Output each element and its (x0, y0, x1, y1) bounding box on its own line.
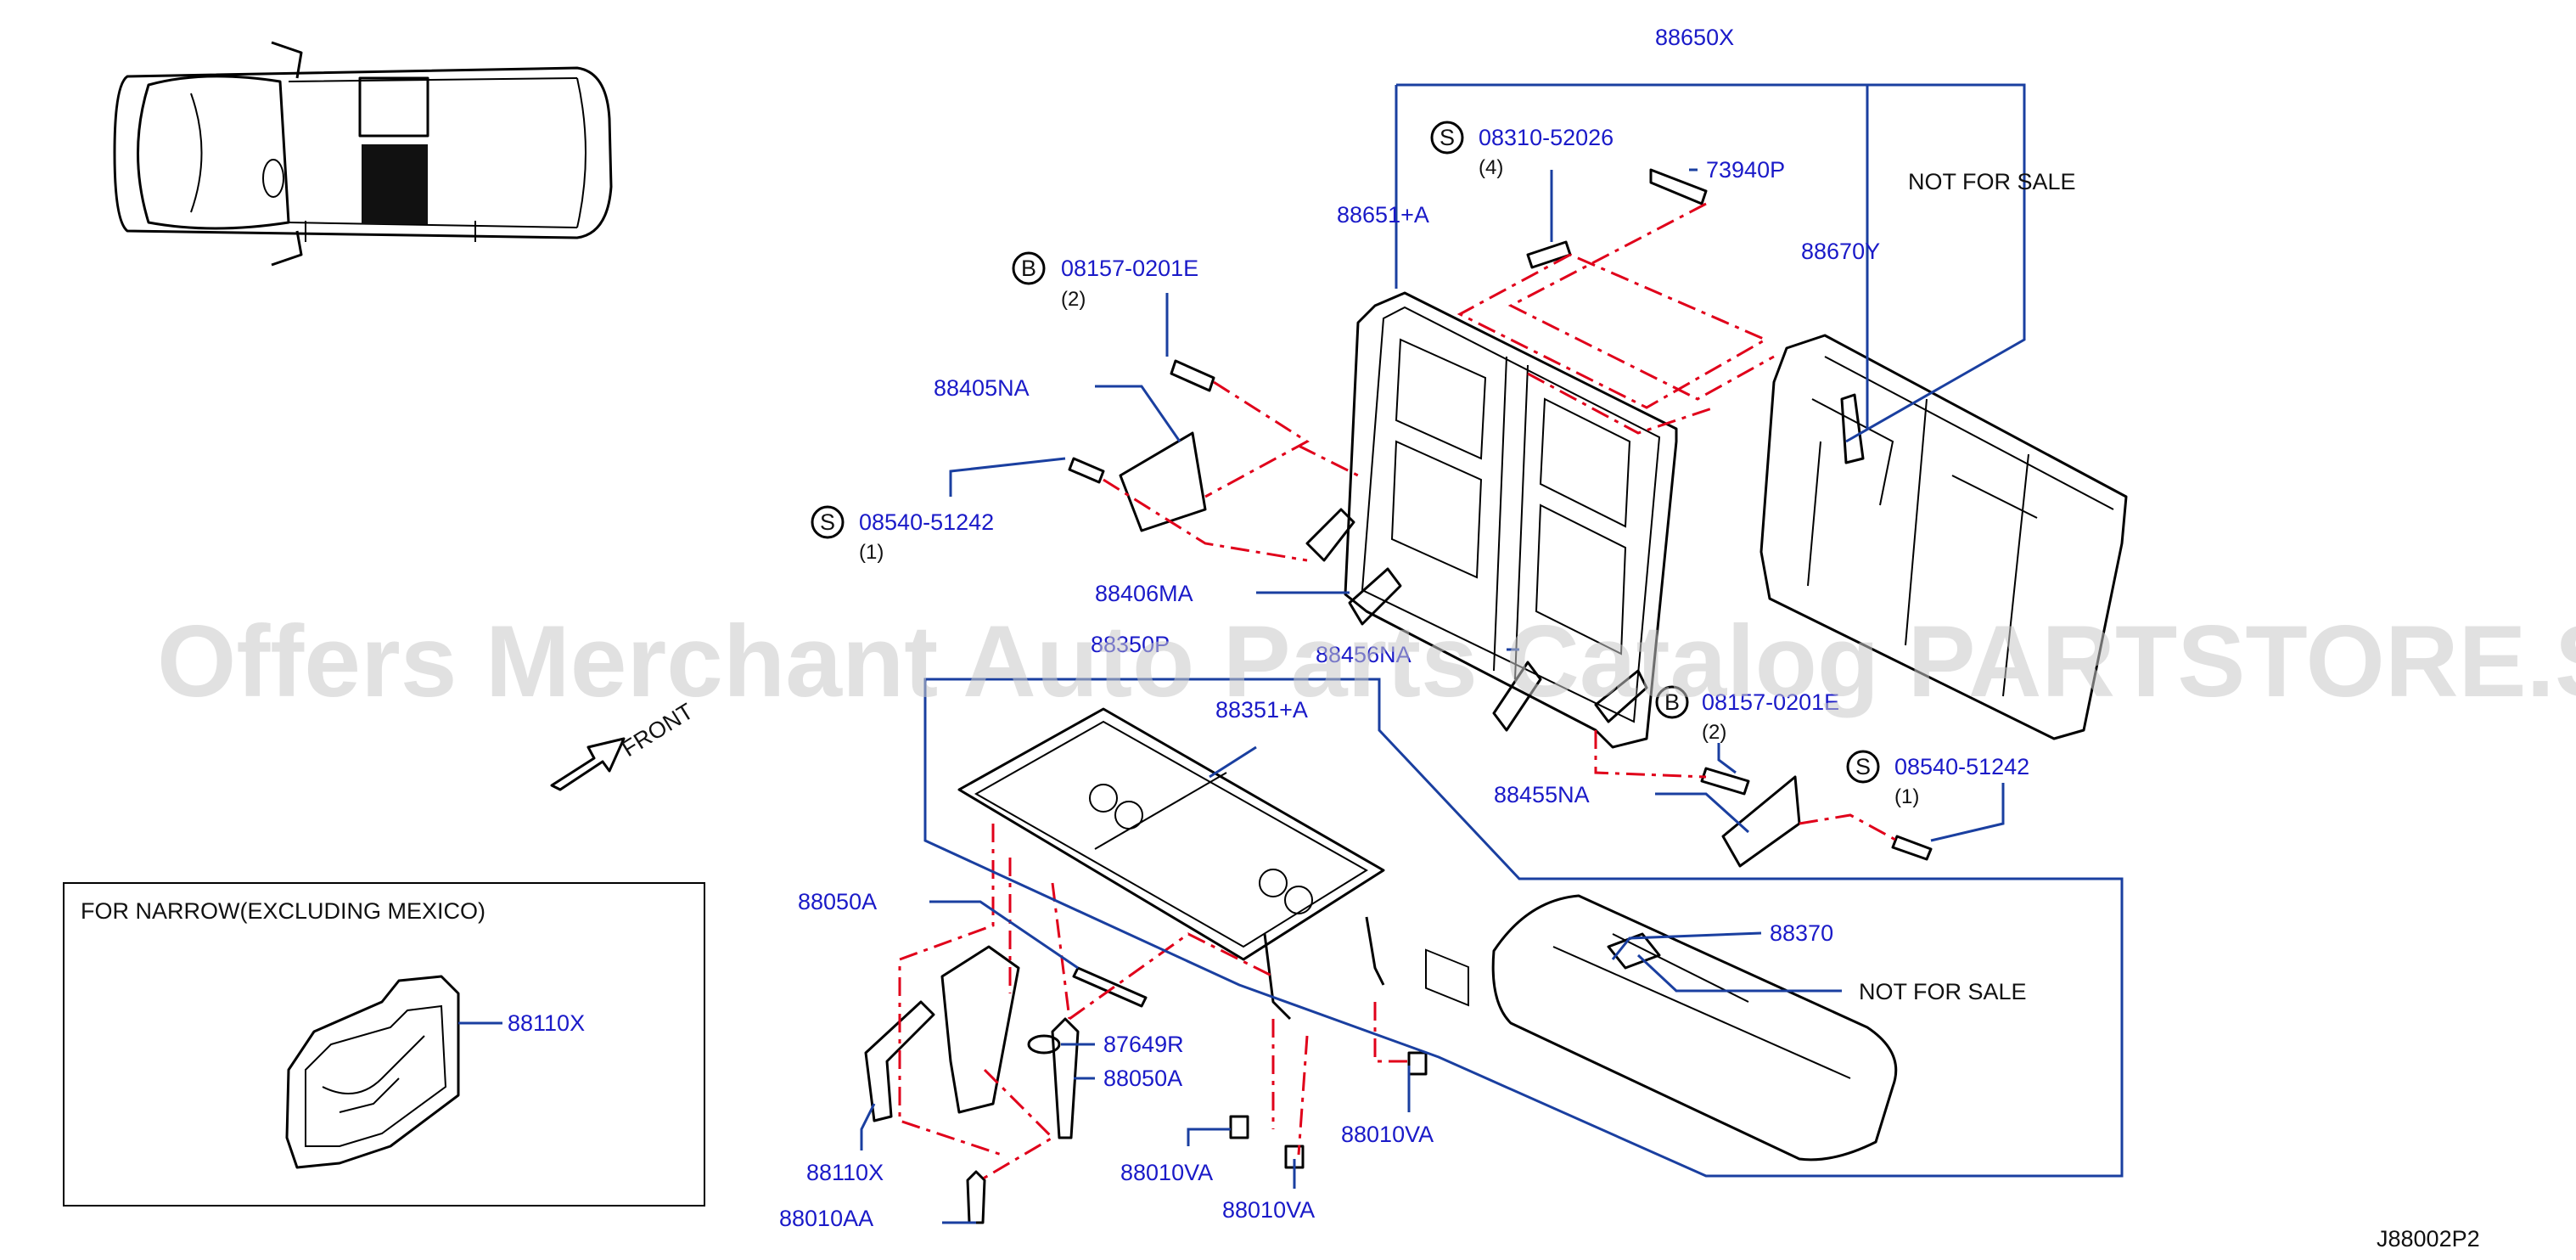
label-not-for-sale-top: NOT FOR SALE (1908, 169, 2076, 194)
label-87649r: 87649R (1103, 1032, 1184, 1057)
marker-screw-left: S (820, 509, 835, 535)
label-88651a: 88651+A (1337, 202, 1429, 228)
qty-screw-right: (1) (1894, 785, 1919, 808)
label-08540-left: 08540-51242 (859, 509, 994, 535)
inset-narrow-leg: FOR NARROW(EXCLUDING MEXICO) 88110X (63, 882, 705, 1207)
label-88650x: 88650X (1655, 25, 1734, 50)
leader-lines (860, 83, 2124, 1224)
qty-bolt-right: (2) (1702, 721, 1726, 744)
label-88010aa: 88010AA (779, 1206, 873, 1231)
label-88350p: 88350P (1091, 632, 1170, 657)
qty-screw-top: (4) (1479, 156, 1503, 179)
inset-title: FOR NARROW(EXCLUDING MEXICO) (81, 898, 485, 924)
seatback-trim (1759, 334, 2128, 740)
label-88455na: 88455NA (1494, 782, 1590, 807)
leg-assembly (864, 945, 1148, 1224)
qty-screw-left: (1) (859, 541, 884, 564)
label-88010va-left: 88010VA (1120, 1160, 1213, 1185)
label-88050a-bottom: 88050A (1103, 1066, 1182, 1091)
label-88406ma: 88406MA (1095, 581, 1193, 606)
label-88351a: 88351+A (1215, 697, 1308, 723)
label-08157-right: 08157-0201E (1702, 689, 1839, 715)
label-88670y: 88670Y (1801, 239, 1880, 264)
vehicle-top-view (113, 41, 613, 267)
label-88456na: 88456NA (1316, 642, 1411, 667)
label-88110x: 88110X (806, 1160, 884, 1185)
label-08157-left: 08157-0201E (1061, 256, 1198, 281)
inset-part-label: 88110X (508, 1010, 585, 1036)
diagram-code: J88002P2 (2377, 1226, 2480, 1252)
label-73940p: 73940P (1706, 157, 1785, 183)
label-08540-right: 08540-51242 (1894, 754, 2029, 779)
label-88370: 88370 (1770, 920, 1833, 946)
watermark: Offers Merchant Auto Parts Catalog PARTS… (157, 605, 2576, 718)
label-88405na: 88405NA (934, 375, 1030, 401)
qty-bolt-left: (2) (1061, 288, 1086, 311)
label-88050a-top: 88050A (798, 889, 877, 914)
marker-screw-right: S (1855, 754, 1871, 779)
markers: S B S B S (811, 121, 1880, 784)
label-08310-52026: 08310-52026 (1479, 125, 1614, 150)
assembly-guides (898, 202, 1898, 1182)
seatback-frame (1305, 291, 1678, 1007)
label-88010va-right: 88010VA (1341, 1122, 1434, 1147)
marker-bolt-right: B (1664, 689, 1680, 715)
label-not-for-sale-bottom: NOT FOR SALE (1859, 979, 2027, 1004)
label-88010va-bottom: 88010VA (1222, 1197, 1315, 1223)
cushion-frame (957, 707, 1385, 1021)
marker-screw-top: S (1440, 125, 1455, 150)
part-labels: 88650X 08310-52026 (4) 88651+A 73940P NO… (779, 25, 2480, 1252)
marker-bolt-left: B (1021, 256, 1036, 281)
